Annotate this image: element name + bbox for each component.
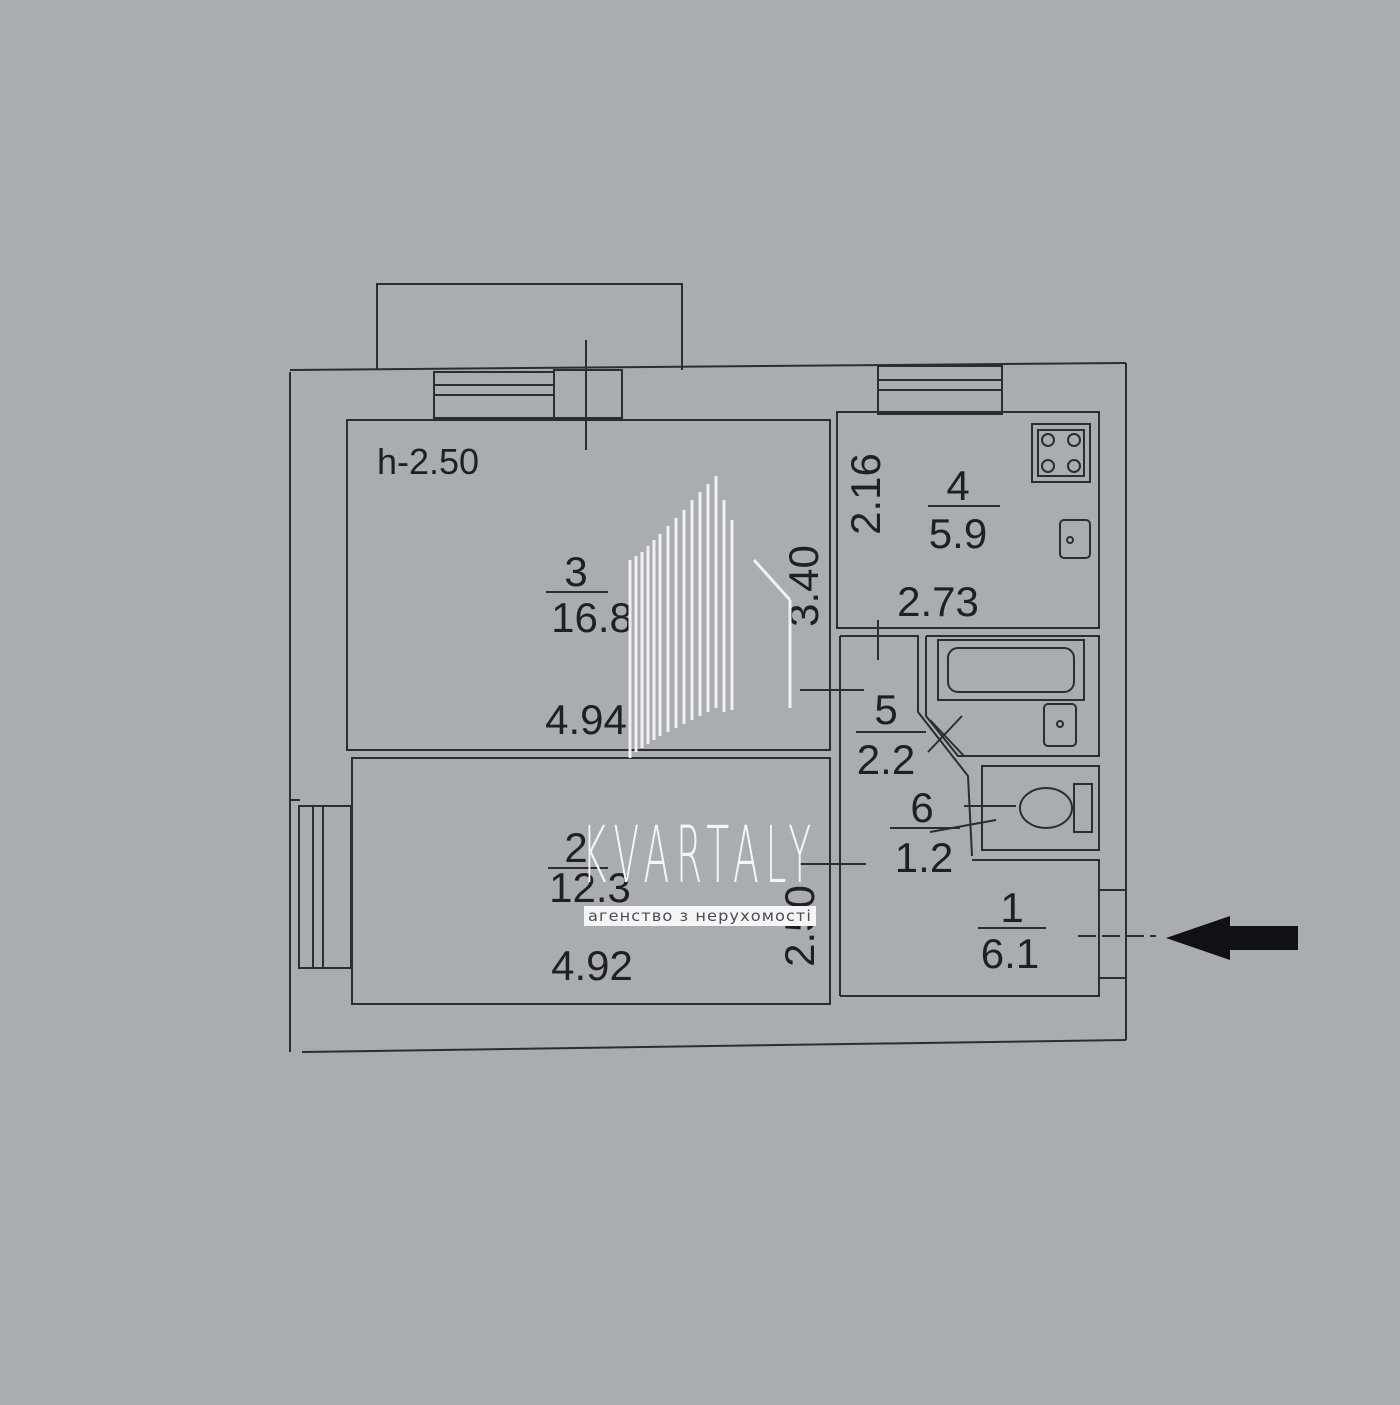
room-6-outline: [981, 765, 1100, 851]
balcony: [376, 283, 683, 370]
room-6-label: 6 1.2: [890, 784, 960, 881]
room-3-label: 3 16.8 4.94 3.40: [545, 545, 827, 743]
watermark-logo: [628, 476, 792, 758]
watermark-tagline-box: агенство з нерухомості: [584, 906, 816, 926]
room-4-label: 4 5.9 2.73 2.16: [842, 453, 1000, 625]
room-4-width: 2.73: [897, 578, 979, 625]
room-3-number: 3: [564, 548, 587, 595]
room-6-area: 1.2: [895, 834, 953, 881]
room-5-number: 5: [874, 686, 897, 733]
room-3-outline: [346, 419, 831, 751]
watermark-tagline: агенство з нерухомості: [588, 907, 812, 925]
room-1-label: 1 6.1: [978, 884, 1046, 977]
washbasin-icon: [1043, 703, 1077, 747]
room-4-number: 4: [946, 462, 969, 509]
room-3-depth: 3.40: [780, 545, 827, 627]
room-2-area: 12.3: [549, 864, 631, 911]
door-lines: [800, 620, 1156, 937]
watermark-brand: KVARTALY: [582, 811, 818, 901]
room-1-number: 1: [1000, 884, 1023, 931]
kitchen-sink-icon: [1059, 519, 1091, 559]
window-room2: [298, 805, 352, 969]
room-3-width: 4.94: [545, 696, 627, 743]
entrance-arrow-icon: [1166, 916, 1298, 960]
room-1-area: 6.1: [981, 930, 1039, 977]
room-4-area: 5.9: [929, 510, 987, 557]
bathtub-icon: [937, 639, 1085, 701]
room-6-number: 6: [910, 784, 933, 831]
room-5-area: 2.2: [857, 736, 915, 783]
room-5-outline: [839, 635, 973, 996]
room-2-number: 2: [564, 824, 587, 871]
window-room3: [433, 371, 555, 419]
ceiling-height-label: h-2.50: [377, 441, 479, 482]
room-4-outline: [836, 411, 1100, 629]
room-2-outline: [351, 757, 831, 1005]
room-2-width: 4.92: [551, 942, 633, 989]
stove-icon: [1031, 423, 1091, 483]
window-kitchen: [877, 365, 1003, 415]
balcony-door: [553, 340, 623, 450]
toilet-icon: [929, 783, 1093, 833]
room-1-outline: [840, 859, 1127, 997]
room-3-area: 16.8: [551, 594, 633, 641]
room-4-depth: 2.16: [842, 453, 889, 535]
room-5-label: 5 2.2: [856, 686, 926, 783]
bathroom-outline: [925, 635, 1100, 757]
